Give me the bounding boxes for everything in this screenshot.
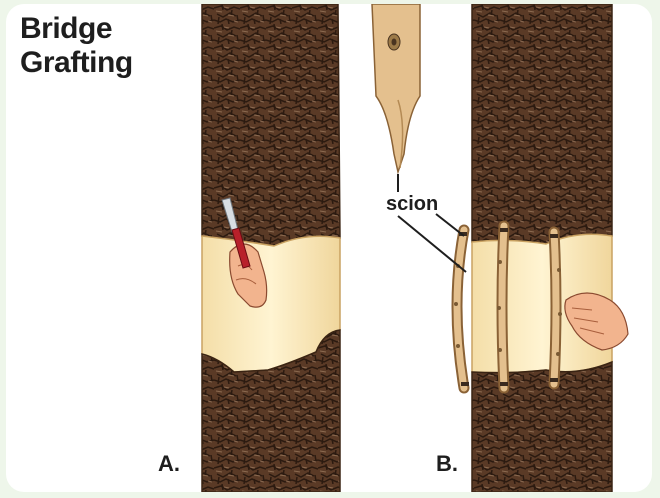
panel-a	[202, 4, 340, 492]
diagram-frame: Bridge Grafting scion A. B.	[6, 4, 652, 492]
scion-label: scion	[386, 193, 438, 216]
panel-b-label: B.	[436, 451, 458, 477]
scion-stick-icon	[372, 4, 420, 172]
diagram-title-line-1: Bridge	[20, 14, 112, 44]
trunk-b-lower-bark	[472, 362, 612, 492]
trunk-a-upper-bark	[202, 4, 340, 246]
panel-a-label: A.	[158, 451, 180, 477]
panel-b	[454, 4, 628, 492]
trunk-b-upper-bark	[472, 4, 612, 244]
diagram-title-line-2: Grafting	[20, 48, 133, 78]
